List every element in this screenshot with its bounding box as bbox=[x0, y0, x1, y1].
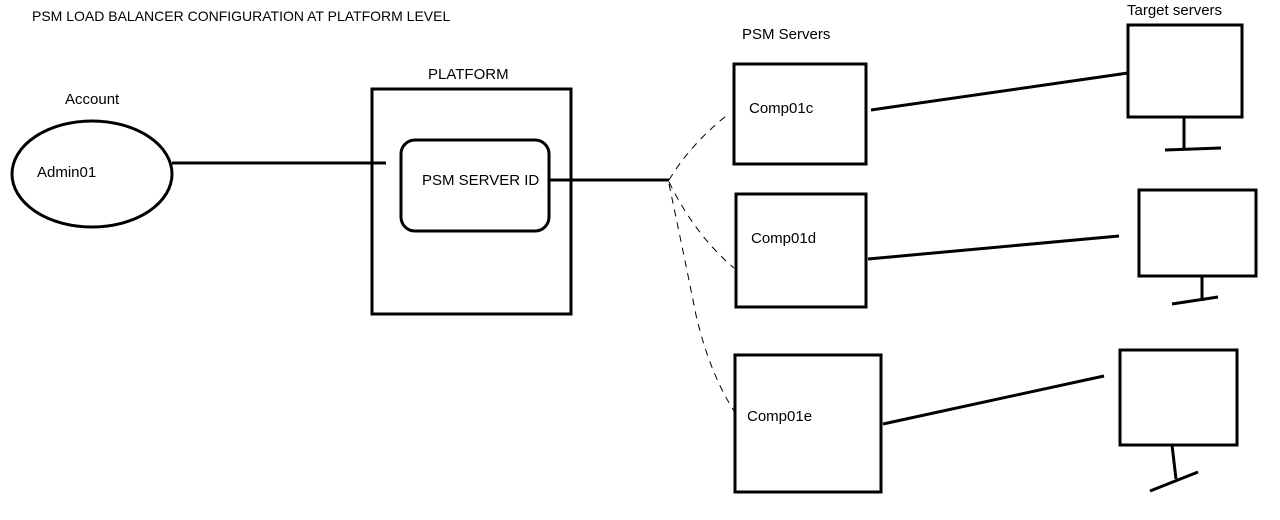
account-ellipse bbox=[10, 119, 174, 229]
psm-servers-heading: PSM Servers bbox=[742, 26, 831, 43]
target-monitor-icon-3 bbox=[1118, 348, 1239, 493]
connector-comp01e-target bbox=[882, 374, 1105, 426]
platform-heading: PLATFORM bbox=[428, 66, 509, 83]
dashed-fanout-lines bbox=[668, 115, 737, 415]
psm-server-id-box bbox=[399, 138, 551, 233]
account-heading: Account bbox=[65, 91, 120, 108]
dashed-line-comp01d bbox=[668, 181, 735, 269]
account-name: Admin01 bbox=[37, 164, 97, 181]
psm-server-box-comp01e bbox=[733, 353, 883, 494]
target-monitor-icon-1 bbox=[1126, 23, 1244, 152]
psm-server-id-label: PSM SERVER ID bbox=[422, 172, 540, 189]
dashed-line-comp01e bbox=[668, 183, 737, 415]
connector-comp01d-target bbox=[867, 234, 1120, 261]
psm-server-box-comp01c bbox=[732, 62, 868, 166]
psm-server-label-comp01e: Comp01e bbox=[747, 408, 813, 425]
psm-server-label-comp01c: Comp01c bbox=[749, 100, 814, 117]
target-monitor-icon-2 bbox=[1137, 188, 1258, 306]
connector-comp01c-target bbox=[870, 71, 1129, 112]
psm-server-box-comp01d bbox=[734, 192, 868, 309]
psm-server-label-comp01d: Comp01d bbox=[751, 230, 817, 247]
dashed-line-comp01c bbox=[668, 115, 727, 181]
target-servers-heading: Target servers bbox=[1127, 2, 1223, 19]
platform-box bbox=[370, 87, 573, 316]
diagram-title: PSM LOAD BALANCER CONFIGURATION AT PLATF… bbox=[32, 8, 451, 24]
